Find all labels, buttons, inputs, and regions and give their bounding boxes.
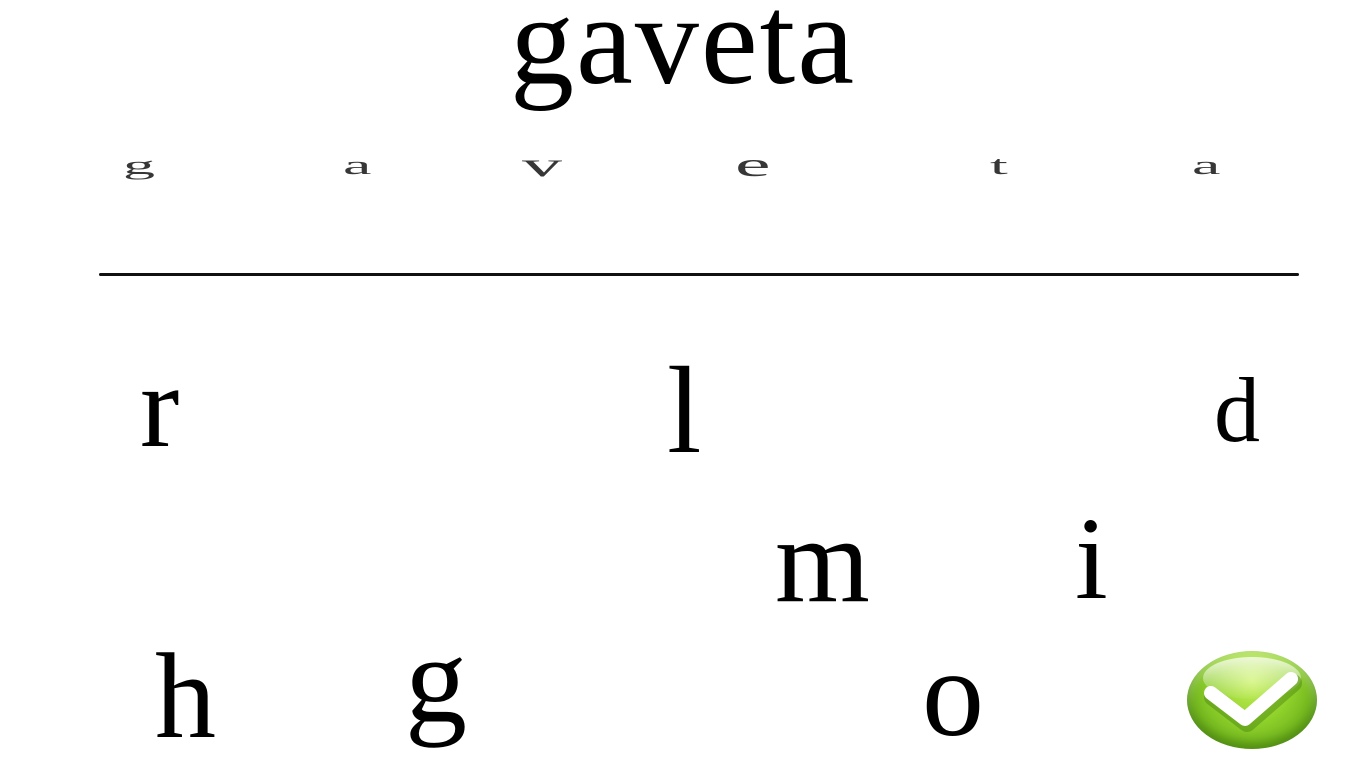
letter-tile[interactable]: g xyxy=(405,611,467,748)
hint-letter: a xyxy=(1192,149,1221,180)
hint-letters: g a v e t a xyxy=(0,140,1366,190)
hint-letter: e xyxy=(735,146,771,184)
checkmark-icon xyxy=(1204,672,1302,732)
hint-letter: g xyxy=(123,149,155,180)
hint-letter: t xyxy=(990,149,1008,180)
hint-letter: v xyxy=(522,146,562,184)
letter-tile[interactable]: h xyxy=(155,629,216,764)
letter-tile[interactable]: o xyxy=(922,625,984,762)
letter-tile[interactable]: d xyxy=(1214,359,1260,461)
letter-tile[interactable]: r xyxy=(140,341,180,472)
letter-tile[interactable]: i xyxy=(1075,493,1108,624)
check-button[interactable] xyxy=(1187,651,1317,749)
answer-line xyxy=(99,273,1299,276)
letter-tile[interactable]: l xyxy=(667,342,702,479)
hint-letter: a xyxy=(343,149,372,180)
letter-tile[interactable]: m xyxy=(775,493,870,628)
target-word: gaveta xyxy=(510,0,856,111)
